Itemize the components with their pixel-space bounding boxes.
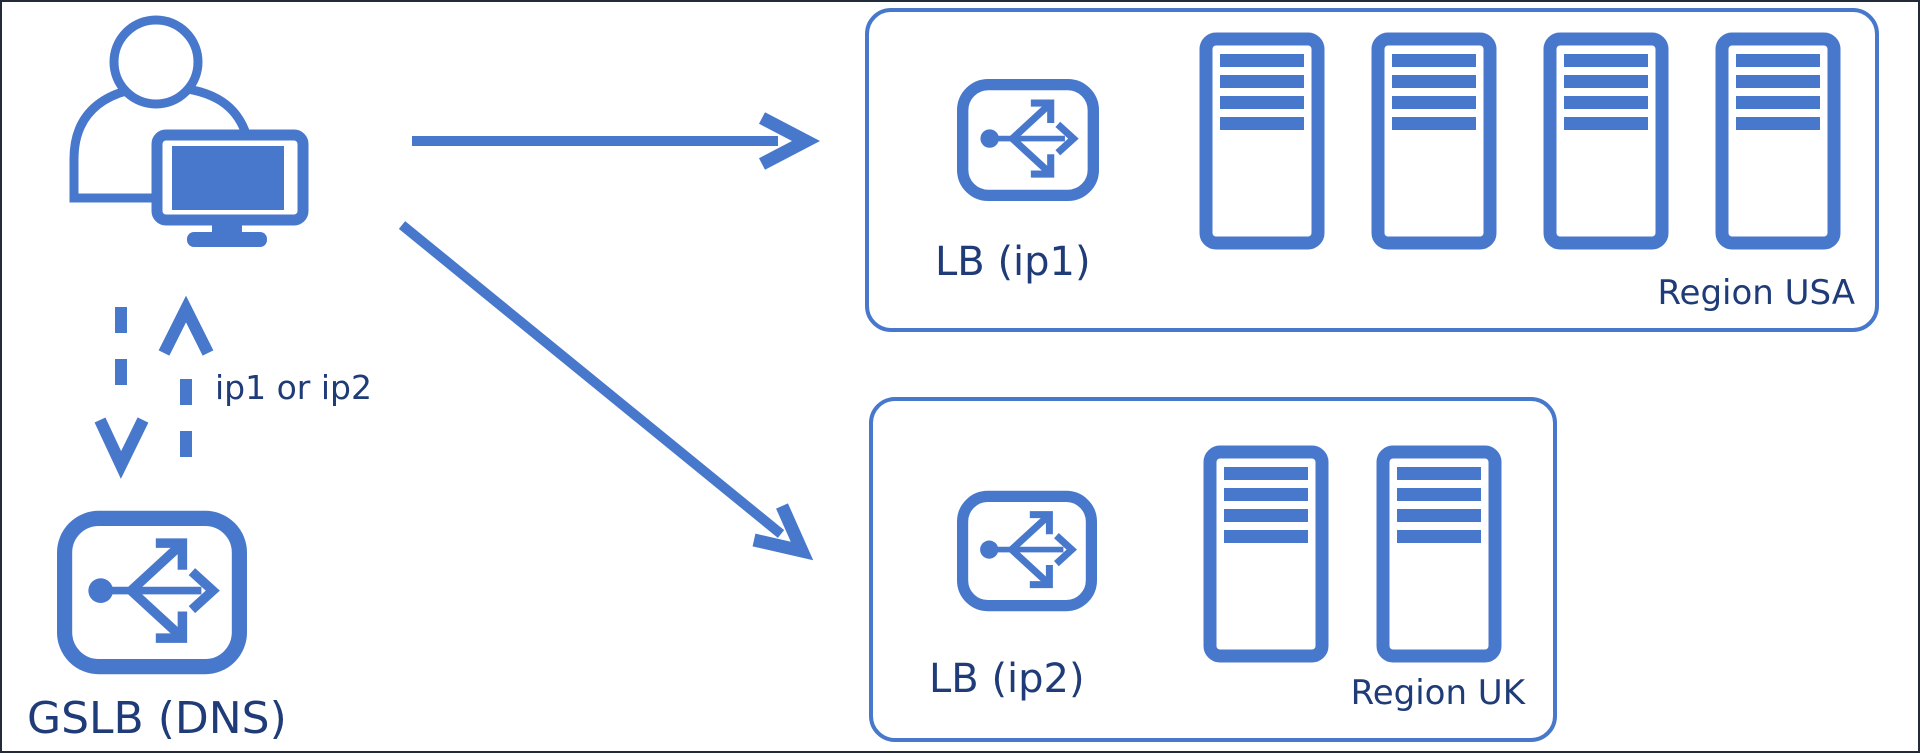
region-name-usa: Region USA xyxy=(1657,272,1855,313)
gslb-label: GSLB (DNS) xyxy=(27,693,287,744)
lb-label-usa: LB (ip1) xyxy=(935,239,1091,285)
dns-query-arrow-down xyxy=(94,307,149,479)
user-at-computer-icon xyxy=(69,15,309,247)
region-box-usa: LB (ip1) Region USA xyxy=(865,8,1879,332)
region-box-uk: LB (ip2) Region UK xyxy=(869,397,1557,742)
server-icon xyxy=(1203,445,1329,663)
server-icon xyxy=(1543,32,1669,250)
dns-response-arrow-up xyxy=(158,295,214,457)
lb-label-uk: LB (ip2) xyxy=(929,656,1085,702)
server-group-uk xyxy=(1203,445,1502,663)
gslb-load-balancer-icon xyxy=(57,510,247,675)
region-name-uk: Region UK xyxy=(1350,672,1525,713)
server-group-usa xyxy=(1199,32,1841,250)
load-balancer-icon xyxy=(957,490,1097,612)
client-to-region-usa-arrow xyxy=(412,112,821,170)
server-icon xyxy=(1199,32,1325,250)
client-to-region-uk-arrow xyxy=(398,221,814,561)
dns-exchange-label: ip1 or ip2 xyxy=(215,368,372,407)
load-balancer-icon xyxy=(957,78,1099,202)
server-icon xyxy=(1715,32,1841,250)
server-icon xyxy=(1376,445,1502,663)
server-icon xyxy=(1371,32,1497,250)
